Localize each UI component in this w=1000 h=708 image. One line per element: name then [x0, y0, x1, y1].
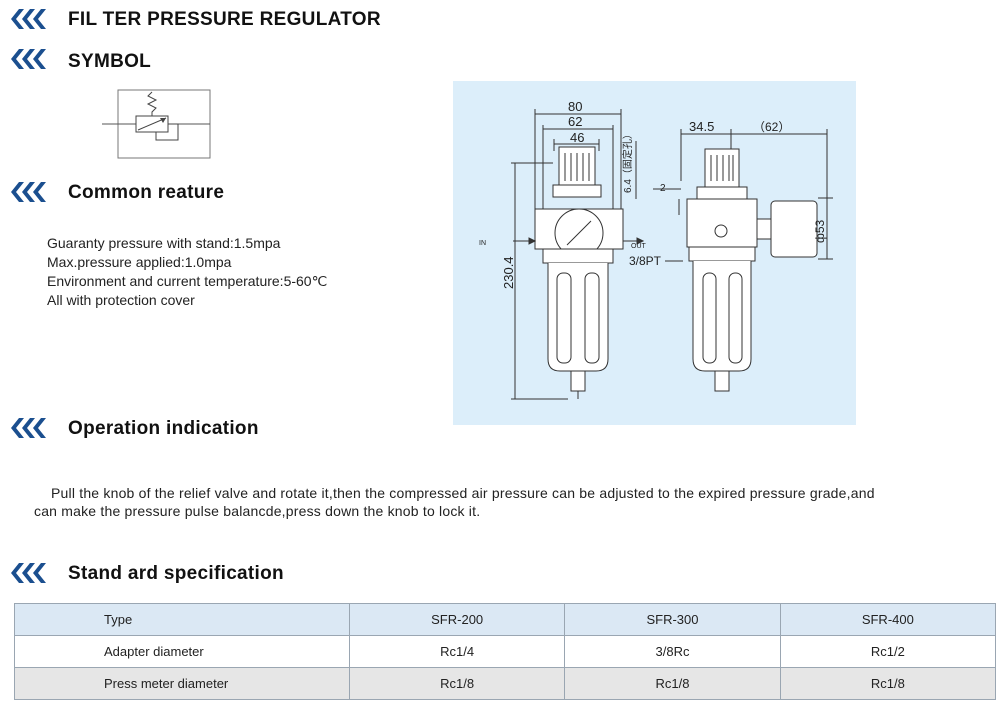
page-title: FIL TER PRESSURE REGULATOR: [68, 9, 381, 30]
table-cell: Rc1/4: [348, 635, 566, 668]
table-cell: Type: [14, 603, 350, 636]
triple-chevron-icon: [11, 418, 46, 438]
symbol-heading: SYMBOL: [68, 51, 152, 72]
table-cell: Press meter diameter: [14, 667, 350, 700]
operation-line: Pull the knob of the relief valve and ro…: [51, 485, 875, 501]
table-cell: Rc1/8: [564, 667, 781, 700]
table-cell: SFR-300: [564, 603, 781, 636]
table-row: Adapter diameter Rc1/4 3/8Rc Rc1/2: [14, 635, 997, 668]
table-row: Press meter diameter Rc1/8 Rc1/8 Rc1/8: [14, 667, 997, 700]
dimension-drawing: 80 62 46 6.4（固定孔） 2 230.4 IN OUT 3/8PT 3…: [479, 99, 833, 400]
table-cell: SFR-400: [779, 603, 997, 636]
triple-chevron-icon: [11, 563, 46, 583]
table-cell: Adapter diameter: [14, 635, 350, 668]
regulator-symbol: [102, 89, 211, 159]
spec-table: Type SFR-200 SFR-300 SFR-400 Adapter dia…: [14, 603, 997, 700]
operation-paragraph: Pull the knob of the relief valve and ro…: [34, 484, 1000, 520]
port-3-8pt: 3/8PT: [629, 254, 662, 268]
feature-item: All with protection cover: [47, 292, 195, 308]
feature-item: Max.pressure applied:1.0mpa: [47, 254, 232, 270]
table-cell: Rc1/8: [779, 667, 997, 700]
operation-heading: Operation indication: [68, 418, 259, 439]
triple-chevron-icon: [11, 9, 46, 29]
out-label: OUT: [631, 243, 647, 250]
dim-34-5: 34.5: [689, 119, 714, 134]
dim-230-4: 230.4: [501, 256, 516, 289]
standard-spec-heading: Stand ard specification: [68, 563, 284, 584]
dim-6-4: 6.4（固定孔）: [621, 129, 634, 193]
operation-line: can make the pressure pulse balancde,pre…: [34, 503, 481, 519]
dim-62: 62: [568, 114, 582, 129]
table-cell: Rc1/2: [779, 635, 997, 668]
dim-2: 2: [660, 183, 666, 194]
dim-62-paren: （62）: [753, 120, 790, 134]
feature-list: Guaranty pressure with stand:1.5mpa Max.…: [47, 234, 327, 310]
dim-phi-53: ф53: [813, 219, 827, 243]
triple-chevron-icon: [11, 182, 46, 202]
table-cell: SFR-200: [348, 603, 566, 636]
feature-item: Guaranty pressure with stand:1.5mpa: [47, 235, 281, 251]
triple-chevron-icon: [11, 49, 46, 69]
dimension-drawing-panel: 80 62 46 6.4（固定孔） 2 230.4 IN OUT 3/8PT 3…: [453, 81, 856, 425]
dim-80: 80: [568, 99, 582, 114]
common-feature-heading: Common reature: [68, 182, 225, 203]
feature-item: Environment and current temperature:5-60…: [47, 273, 328, 289]
dim-46: 46: [570, 130, 584, 145]
table-cell: 3/8Rc: [564, 635, 781, 668]
table-cell: Rc1/8: [348, 667, 566, 700]
in-label: IN: [479, 240, 486, 247]
table-row: Type SFR-200 SFR-300 SFR-400: [14, 603, 997, 636]
